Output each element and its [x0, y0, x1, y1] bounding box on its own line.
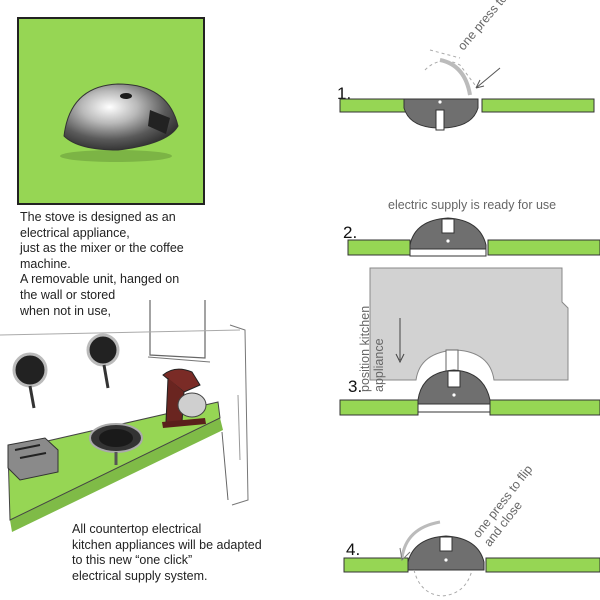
step-3-diagram [339, 267, 600, 416]
step-2-note: electric supply is ready for use [388, 198, 557, 212]
step-1-diagram [339, 49, 595, 131]
step-4-diagram [343, 520, 600, 597]
step-2-diagram [347, 217, 600, 257]
step-1-number: 1. [337, 84, 352, 103]
description-text: The stove is designed as an electrical a… [20, 210, 184, 318]
step-4-number: 4. [346, 540, 361, 559]
caption-text: All countertop electrical kitchen applia… [72, 522, 262, 583]
kitchen-sketch [0, 300, 249, 532]
step-3-number: 3. [348, 377, 363, 396]
stove-product-photo [17, 17, 205, 205]
step-3-note: position kitchen appliance [358, 305, 386, 392]
step-2-number: 2. [343, 223, 358, 242]
